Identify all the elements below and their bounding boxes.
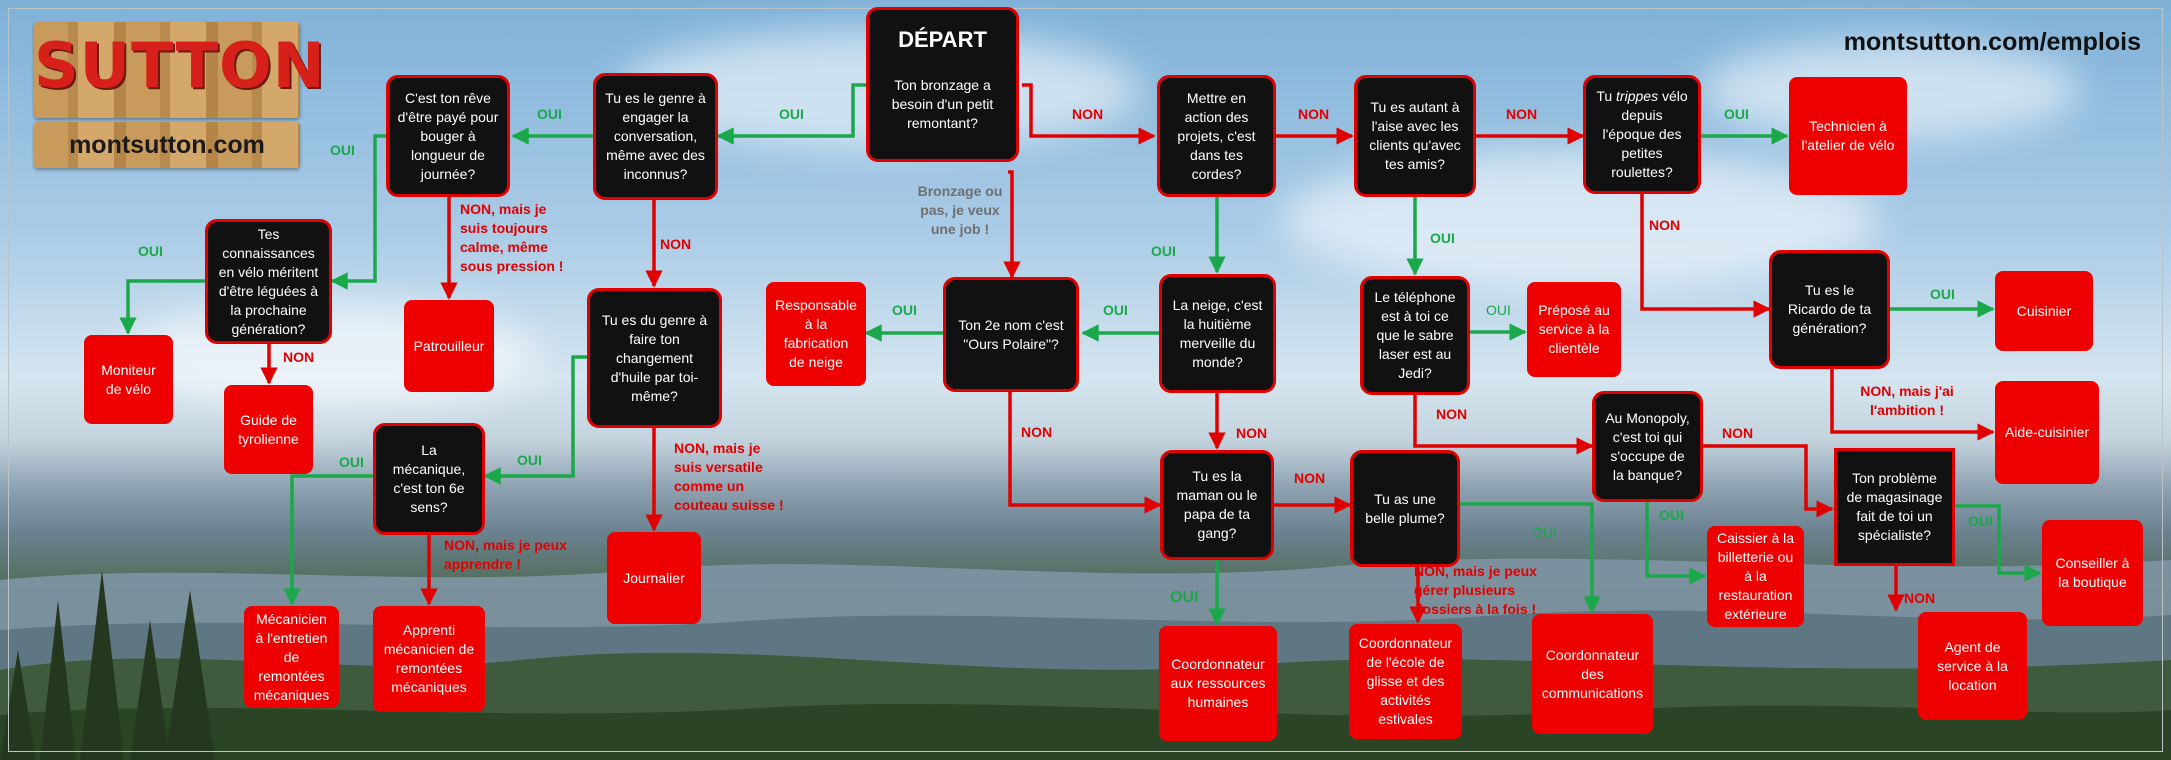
- label-non: NON: [1649, 217, 1681, 233]
- label-oui: OUI: [1532, 524, 1557, 540]
- trippes-part: vélo depuis l'époque des petites roulett…: [1602, 88, 1688, 180]
- label-oui: OUI: [330, 142, 355, 158]
- label-non: NON: [283, 349, 315, 365]
- label-non: NON: [1722, 425, 1754, 441]
- label-bronzage-pas: Bronzage ou pas, je veux une job !: [917, 183, 1003, 237]
- result-aide[interactable]: Aide-cuisinier: [1995, 381, 2099, 484]
- link-huile-mecanique: [483, 355, 587, 485]
- label-oui: OUI: [1659, 507, 1684, 523]
- link-ricardo-aide: [1830, 369, 1995, 441]
- label-oui: OUI: [1724, 106, 1749, 122]
- label-oui: OUI: [1930, 286, 1955, 302]
- label-non: NON: [1294, 470, 1326, 486]
- depart-question: Ton bronzage a besoin d'un petit remonta…: [891, 77, 994, 131]
- label-non: NON: [1072, 106, 1104, 122]
- link-trippes-ricardo: [1640, 194, 1771, 318]
- label-oui: OUI: [892, 302, 917, 318]
- result-technicien[interactable]: Technicien à l'atelier de vélo: [1789, 77, 1907, 195]
- link-telephone-monopoly: [1413, 395, 1594, 455]
- node-telephone[interactable]: Le téléphone est à toi ce que le sabre l…: [1360, 276, 1470, 395]
- node-ricardo[interactable]: Tu es le Ricardo de ta génération?: [1769, 250, 1890, 369]
- result-apprenti[interactable]: Apprenti mécanicien de remontées mécaniq…: [373, 606, 485, 712]
- result-neige[interactable]: Responsable à la fabrication de neige: [766, 282, 866, 386]
- label-oui: OUI: [537, 106, 562, 122]
- node-maman[interactable]: Tu es la maman ou le papa de ta gang?: [1160, 450, 1274, 560]
- logo-plank-bottom: [34, 122, 300, 168]
- label-oui: OUI: [517, 452, 542, 468]
- result-patrouilleur[interactable]: Patrouilleur: [404, 300, 494, 392]
- node-huitieme[interactable]: La neige, c'est la huitième merveille du…: [1159, 274, 1276, 393]
- label-non-versatile: NON, mais je suis versatile comme un cou…: [674, 440, 784, 513]
- label-non-ambition: NON, mais j'ai l'ambition !: [1860, 383, 1954, 418]
- jobs-url[interactable]: montsutton.com/emplois: [1843, 28, 2141, 56]
- label-oui: OUI: [779, 106, 804, 122]
- result-guide[interactable]: Guide de tyrolienne: [224, 385, 313, 474]
- node-depart[interactable]: DÉPART Ton bronzage a besoin d'un petit …: [866, 7, 1019, 162]
- result-journalier[interactable]: Journalier: [607, 532, 701, 624]
- result-communications[interactable]: Coordonnateur des communications: [1532, 614, 1653, 734]
- label-oui: OUI: [1486, 302, 1511, 318]
- node-reve[interactable]: C'est ton rêve d'être payé pour bouger à…: [386, 75, 510, 197]
- link-depart-ours: [1003, 170, 1021, 279]
- link-plume-communications: [1460, 502, 1601, 614]
- result-agent[interactable]: Agent de service à la location: [1918, 612, 2027, 720]
- label-non: NON: [1298, 106, 1330, 122]
- node-magasinage[interactable]: Ton problème de magasinage fait de toi u…: [1834, 448, 1955, 566]
- label-oui: OUI: [1968, 513, 1993, 529]
- trippes-question: Tu trippes vélo depuis l'époque des peti…: [1594, 87, 1690, 182]
- label-non: NON: [1236, 425, 1268, 441]
- label-oui: OUI: [1151, 243, 1176, 259]
- label-oui: OUI: [339, 454, 364, 470]
- logo-site: montsutton.com: [69, 131, 265, 159]
- trippes-part: Tu: [1596, 88, 1617, 104]
- result-prepose[interactable]: Préposé au service à la clientèle: [1527, 282, 1621, 377]
- result-conseiller[interactable]: Conseiller à la boutique: [2042, 520, 2143, 626]
- link-depart-projets: [1022, 83, 1156, 145]
- label-oui: OUI: [1170, 589, 1199, 606]
- result-caissier[interactable]: Caissier à la billetterie ou à la restau…: [1707, 526, 1804, 627]
- result-cuisinier[interactable]: Cuisinier: [1995, 271, 2093, 351]
- node-connaissances[interactable]: Tes connaissances en vélo méritent d'êtr…: [205, 219, 332, 344]
- label-non: NON: [1904, 590, 1936, 606]
- node-projets[interactable]: Mettre en action des projets, c'est dans…: [1157, 75, 1276, 197]
- logo-plank-top: [34, 22, 300, 118]
- trippes-emphasis: trippes: [1616, 88, 1659, 104]
- label-oui: OUI: [1103, 302, 1128, 318]
- label-non: NON: [1436, 406, 1468, 422]
- label-non: NON: [1506, 106, 1538, 122]
- node-aise[interactable]: Tu es autant à l'aise avec les clients q…: [1354, 75, 1476, 197]
- label-non-dossiers: NON, mais je peux gérer plusieurs dossie…: [1414, 563, 1537, 617]
- result-ecole[interactable]: Coordonnateur de l'école de glisse et de…: [1349, 624, 1462, 739]
- node-monopoly[interactable]: Au Monopoly, c'est toi qui s'occupe de l…: [1592, 391, 1703, 502]
- link-monopoly-caissier: [1645, 502, 1707, 585]
- sutton-logo: SUTTON montsutton.com: [34, 22, 326, 170]
- label-non: NON: [660, 236, 692, 252]
- link-mecanique-mecanicien: [283, 474, 373, 606]
- label-oui: OUI: [138, 243, 163, 259]
- link-reve-connaissances: [330, 134, 386, 290]
- node-mecanique[interactable]: La mécanique, c'est ton 6e sens?: [373, 423, 485, 535]
- node-plume[interactable]: Tu as une belle plume?: [1350, 450, 1460, 567]
- node-ours[interactable]: Ton 2e nom c'est "Ours Polaire"?: [943, 277, 1079, 392]
- logo-name: SUTTON: [34, 29, 326, 102]
- node-trippes[interactable]: Tu trippes vélo depuis l'époque des peti…: [1583, 75, 1701, 194]
- link-depart-engager: [716, 83, 868, 145]
- link-monopoly-magasinage: [1703, 444, 1834, 518]
- label-non: NON: [1021, 424, 1053, 440]
- pine-trees: [0, 570, 215, 760]
- result-moniteur[interactable]: Moniteur de vélo: [84, 335, 173, 424]
- node-huile[interactable]: Tu es du genre à faire ton changement d'…: [587, 288, 722, 428]
- link-magasinage-conseiller: [1955, 504, 2042, 582]
- label-non-apprendre: NON, mais je peux apprendre !: [444, 537, 567, 572]
- label-oui: OUI: [1430, 230, 1455, 246]
- link-connaissances-moniteur: [119, 279, 205, 335]
- result-rh[interactable]: Coordonnateur aux ressources humaines: [1159, 626, 1277, 741]
- result-mecanicien[interactable]: Mécanicien à l'entretien de remontées mé…: [244, 606, 339, 708]
- node-engager[interactable]: Tu es le genre à engager la conversation…: [593, 73, 718, 200]
- depart-title: DÉPART: [898, 27, 987, 52]
- label-non-calme: NON, mais je suis toujours calme, même s…: [460, 201, 564, 274]
- link-ours-maman: [1008, 392, 1162, 514]
